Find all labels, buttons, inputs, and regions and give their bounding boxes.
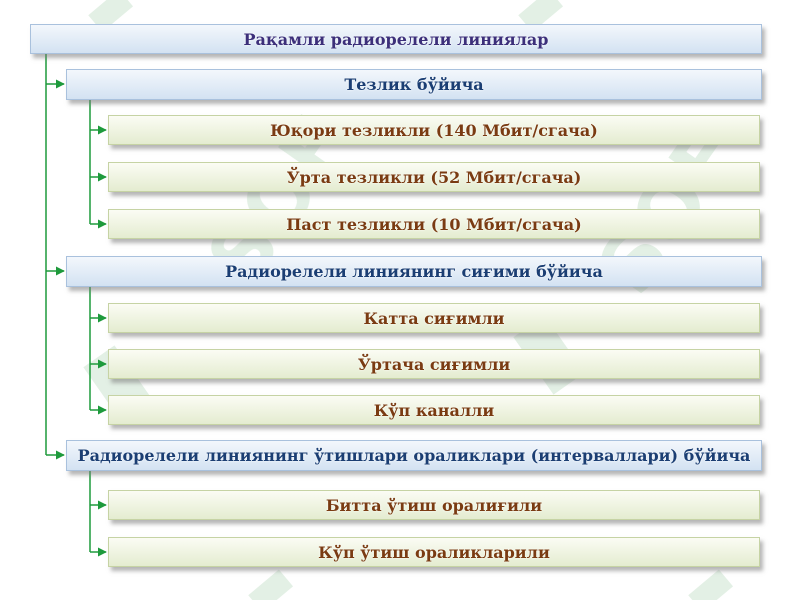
item-label: Ўртача сиғимли xyxy=(357,354,511,374)
item-node-medium-speed: Ўрта тезликли (52 Мбит/сгача) xyxy=(108,162,760,192)
category-label: Радиорелели линиянинг сиғими бўйича xyxy=(225,262,603,281)
category-label: Радиорелели линиянинг ўтишлари ораликлар… xyxy=(77,446,751,465)
item-node-single-hop: Битта ўтиш оралиғили xyxy=(108,490,760,520)
item-label: Битта ўтиш оралиғили xyxy=(325,495,543,515)
category-node-speed: Тезлик бўйича xyxy=(66,69,762,100)
item-label: Катта сиғимли xyxy=(363,308,505,328)
item-node-high-speed: Юқори тезликли (140 Мбит/сгача) xyxy=(108,115,760,145)
category-node-capacity: Радиорелели линиянинг сиғими бўйича xyxy=(66,256,762,287)
item-label: Кўп каналли xyxy=(373,400,495,420)
item-node-large-capacity: Катта сиғимли xyxy=(108,303,760,333)
category-node-hop-intervals: Радиорелели линиянинг ўтишлари ораликлар… xyxy=(66,440,762,471)
item-label: Кўп ўтиш ораликларили xyxy=(318,542,550,562)
item-node-multichannel: Кўп каналли xyxy=(108,395,760,425)
item-label: Ўрта тезликли (52 Мбит/сгача) xyxy=(286,167,582,187)
item-node-medium-capacity: Ўртача сиғимли xyxy=(108,349,760,379)
root-node: Рақамли радиорелели линиялар xyxy=(30,24,762,54)
item-node-low-speed: Паст тезликли (10 Мбит/сгача) xyxy=(108,209,760,239)
root-label: Рақамли радиорелели линиялар xyxy=(243,29,549,49)
item-node-multi-hop: Кўп ўтиш ораликларили xyxy=(108,537,760,567)
item-label: Юқори тезликли (140 Мбит/сгача) xyxy=(270,120,598,140)
category-label: Тезлик бўйича xyxy=(344,75,484,94)
item-label: Паст тезликли (10 Мбит/сгача) xyxy=(286,214,582,234)
